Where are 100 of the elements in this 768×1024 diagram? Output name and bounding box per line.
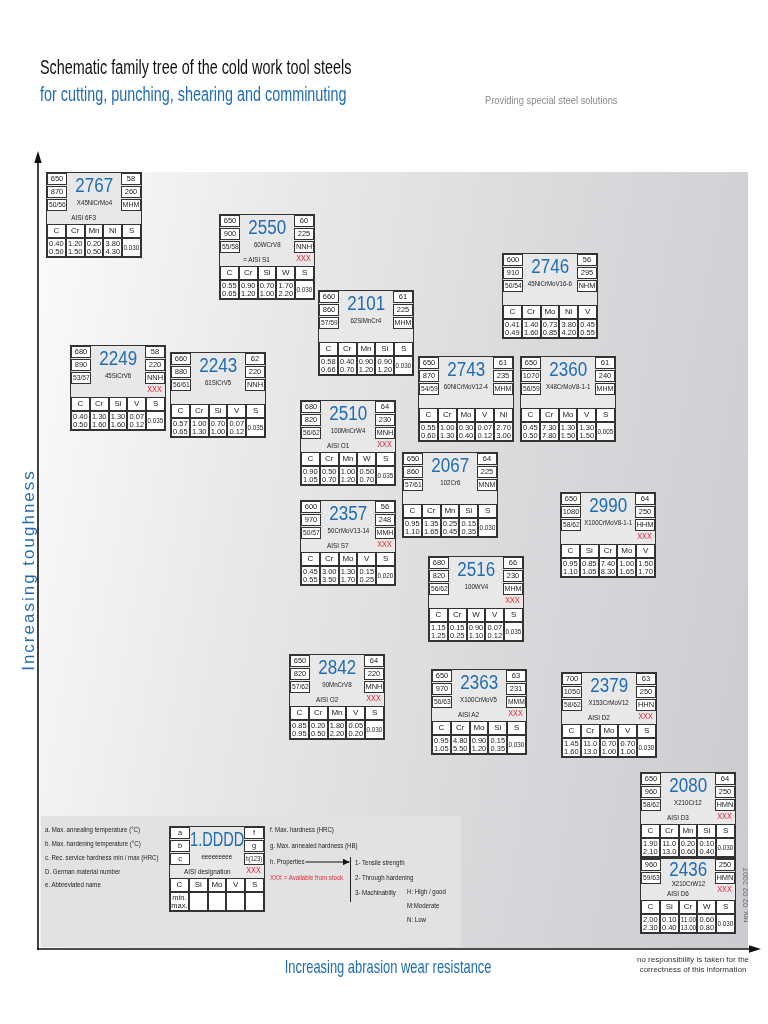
element-header-cell: S — [122, 224, 141, 238]
element-header-cell: V — [577, 408, 597, 422]
material-number: 2746 — [531, 256, 569, 277]
stock-mark: XXX — [296, 254, 312, 263]
stock-note: XXX = Available from stock — [270, 873, 344, 883]
element-header-cell: S — [295, 266, 314, 280]
subtitle: for cutting, punching, shearing and comminuting — [40, 82, 347, 106]
stock-mark: XXX — [717, 885, 733, 894]
material-number: 2767 — [75, 175, 113, 196]
element-header-cell: C — [47, 224, 66, 238]
steel-grade-card — [560, 492, 656, 578]
element-header-cell: C — [521, 408, 540, 422]
element-header-cell: S — [637, 724, 656, 738]
material-number: 1.DDDD — [189, 829, 245, 850]
stock-mark: XXX — [377, 540, 393, 549]
property-item: 2- Through hardening — [355, 873, 414, 883]
element-header-cell: C — [403, 504, 422, 518]
element-header-cell: V — [578, 305, 597, 319]
key-text: D. German material number — [45, 867, 121, 877]
rating-key: N: Low — [407, 915, 426, 925]
element-header-cell: S — [376, 552, 395, 566]
axis-title: Increasing toughness — [19, 469, 39, 671]
material-number: 2363 — [460, 672, 498, 693]
stock-mark: XXX — [637, 532, 653, 541]
element-header-cell: C — [290, 706, 309, 720]
material-number: 2436 — [669, 859, 707, 880]
stock-mark: XXX — [638, 712, 654, 721]
key-text: b. Max. hardening temperature (°C) — [45, 839, 141, 849]
element-header-cell: S — [146, 397, 165, 411]
steel-grade-card — [502, 253, 598, 339]
element-header-cell: C — [171, 404, 190, 418]
steel-grade-card — [431, 669, 527, 755]
element-header-cell: C — [503, 305, 522, 319]
disclaimer-note: no responsibility is taken for the correctness of this information — [635, 955, 751, 975]
property-item: 3- Machinabilty — [355, 888, 396, 898]
material-number: 2243 — [199, 355, 237, 376]
element-header-cell: W — [357, 452, 377, 466]
element-header-cell: Ni — [494, 408, 513, 422]
properties-label: h. Properties — [270, 857, 305, 867]
material-number: 2360 — [549, 359, 587, 380]
element-header-cell: C — [429, 608, 448, 622]
revision-note: rev. 02.02.2007 — [741, 867, 750, 923]
stock-mark: XXX — [147, 385, 163, 394]
element-header-cell: C — [170, 878, 189, 892]
bracketed-list — [350, 857, 416, 902]
element-header-cell: C — [562, 724, 581, 738]
steel-grade-card — [418, 356, 514, 442]
element-header-cell: S — [394, 342, 413, 356]
element-header-cell: C — [641, 824, 660, 838]
key-text: c. Rec. service hardness min / max (HRC) — [45, 853, 159, 863]
material-number: 2101 — [347, 293, 385, 314]
material-number: 2743 — [447, 359, 485, 380]
material-number: 2249 — [99, 348, 137, 369]
material-number: 2067 — [431, 455, 469, 476]
steel-grade-card — [520, 356, 616, 442]
element-header-cell: Si — [459, 504, 479, 518]
material-number: 2357 — [329, 503, 367, 524]
element-header-cell: V — [475, 408, 495, 422]
stock-mark: XXX — [505, 596, 521, 605]
page-title: Schematic family tree of the cold work tool steels — [40, 55, 352, 79]
element-header-cell: S — [478, 504, 497, 518]
steel-grade-card — [402, 452, 498, 538]
material-number: 2379 — [590, 675, 628, 696]
arrow — [304, 858, 351, 866]
element-header-cell: S — [716, 824, 735, 838]
element-header-cell: C — [561, 544, 580, 558]
steel-grade-card — [219, 214, 315, 300]
material-number: 2842 — [318, 657, 356, 678]
material-number: 2516 — [457, 559, 495, 580]
steel-grade-card — [289, 654, 385, 740]
element-header-cell: W — [697, 900, 717, 914]
steel-grade-card — [640, 772, 736, 858]
element-header-cell: V — [346, 706, 366, 720]
element-header-cell: V — [127, 397, 147, 411]
element-header-cell: V — [485, 608, 505, 622]
element-header-cell: S — [596, 408, 615, 422]
material-number: 2550 — [248, 217, 286, 238]
tagline: Providing special steel solutions — [485, 94, 618, 107]
stock-mark: XXX — [717, 812, 733, 821]
steel-grade-card — [428, 556, 524, 642]
material-number: 2080 — [669, 775, 707, 796]
element-header-cell: C — [419, 408, 438, 422]
element-header-cell: C — [301, 452, 320, 466]
steel-grade-card — [170, 352, 266, 438]
key-text: f. Max. hardness (HRC) — [270, 825, 334, 835]
stock-mark: XXX — [377, 440, 393, 449]
element-header-cell: C — [220, 266, 239, 280]
element-header-cell: S — [246, 404, 265, 418]
element-header-cell: Si — [488, 721, 508, 735]
element-header-cell: S — [716, 900, 735, 914]
element-header-cell: V — [636, 544, 655, 558]
element-header-cell: Si — [375, 342, 395, 356]
rating-key: H: High / good — [407, 887, 446, 897]
stock-mark: XXX — [246, 866, 262, 875]
element-header-cell: Ni — [559, 305, 579, 319]
legend-panel — [41, 816, 461, 947]
element-header-cell: S — [504, 608, 523, 622]
element-header-cell: V — [618, 724, 638, 738]
element-header-cell: V — [226, 878, 246, 892]
steel-grade-card — [70, 345, 166, 431]
